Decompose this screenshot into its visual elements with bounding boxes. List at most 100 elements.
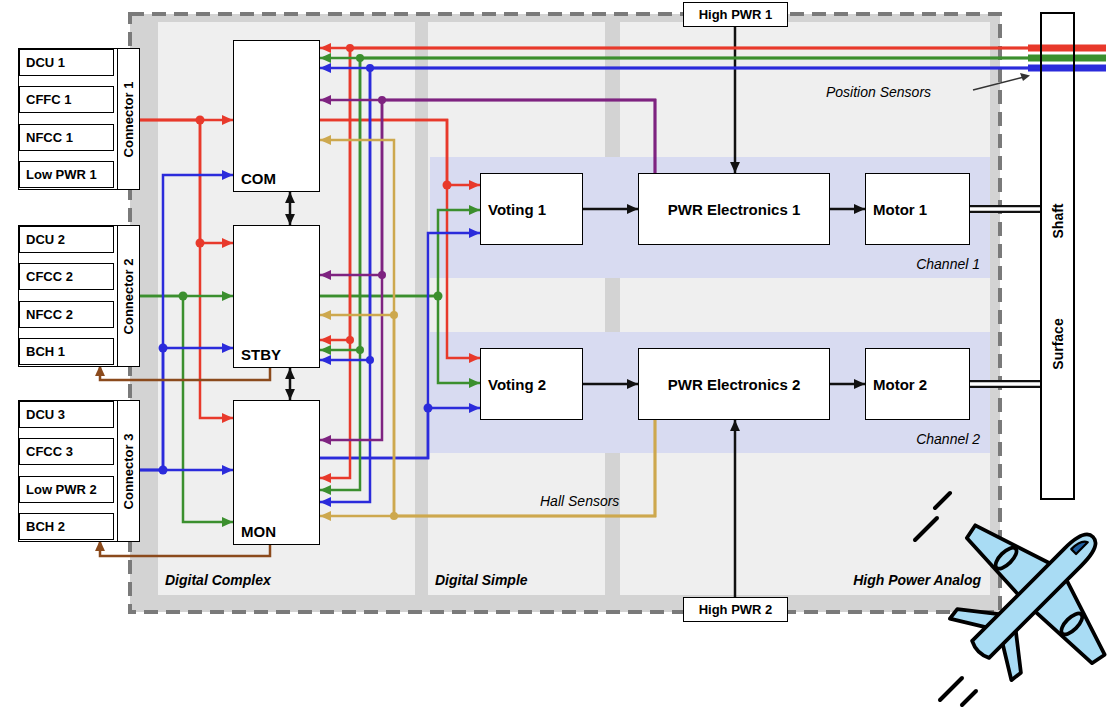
process-box: PWR Electronics 2 bbox=[638, 348, 830, 420]
signal-wire bbox=[320, 58, 1040, 350]
node-label: CFFC 1 bbox=[26, 92, 72, 107]
node-label: DCU 3 bbox=[26, 407, 65, 422]
connector-wire bbox=[320, 210, 480, 296]
connector-box: Connector 1DCU 1CFFC 1NFCC 1Low PWR 1 bbox=[18, 48, 140, 190]
shaft-link-core bbox=[970, 207, 1040, 211]
node-label: BCH 1 bbox=[26, 344, 65, 359]
connector-wire bbox=[970, 209, 1040, 210]
signal-wire bbox=[320, 408, 480, 458]
shaft-link bbox=[970, 205, 1040, 213]
connector-wire bbox=[320, 48, 1040, 340]
signal-wire bbox=[320, 100, 655, 275]
node-label: CFCC 2 bbox=[26, 269, 73, 284]
node-label: Motor 1 bbox=[873, 201, 927, 218]
node-label: NFCC 2 bbox=[26, 307, 73, 322]
power-input: High PWR 1 bbox=[683, 2, 788, 27]
shaft-link bbox=[970, 380, 1040, 388]
junction-dot bbox=[346, 336, 354, 344]
connector-wire bbox=[140, 120, 233, 243]
node-label: COM bbox=[241, 170, 276, 187]
signal-port: CFCC 3 bbox=[19, 438, 114, 465]
signal-port: NFCC 2 bbox=[19, 301, 114, 328]
signal-port: CFCC 2 bbox=[19, 263, 114, 290]
speed-line bbox=[962, 691, 976, 705]
connector-wire bbox=[320, 120, 480, 185]
connector-wire bbox=[735, 420, 736, 597]
node-label: CFCC 3 bbox=[26, 444, 73, 459]
node-label: PWR Electronics 1 bbox=[668, 201, 801, 218]
signal-wire bbox=[734, 420, 737, 597]
connector-wire bbox=[320, 140, 655, 516]
junction-dot bbox=[196, 116, 205, 125]
node-label: High PWR 1 bbox=[699, 7, 773, 22]
signal-wire bbox=[320, 48, 1040, 478]
signal-port: BCH 1 bbox=[19, 338, 114, 365]
signal-port: DCU 2 bbox=[19, 226, 114, 253]
node-label: Channel 2 bbox=[916, 431, 980, 447]
junction-dot bbox=[424, 404, 433, 413]
connector-wire bbox=[970, 384, 1040, 385]
signal-wire bbox=[320, 233, 480, 458]
connector-wire bbox=[830, 209, 865, 210]
signal-wire bbox=[320, 100, 655, 173]
signal-wire bbox=[830, 208, 865, 211]
power-input: High PWR 2 bbox=[683, 597, 788, 622]
airplane-fuselage bbox=[970, 528, 1102, 660]
computer-box: COM bbox=[233, 40, 320, 192]
junction-dot bbox=[390, 311, 398, 319]
connector-wire bbox=[140, 175, 233, 470]
channel-band: Channel 1Voting 1PWR Electronics 1Motor … bbox=[430, 157, 990, 278]
signal-wire bbox=[320, 48, 1040, 340]
signal-port: Low PWR 1 bbox=[19, 161, 114, 188]
connector-wire bbox=[140, 296, 233, 522]
process-box: Motor 2 bbox=[865, 348, 970, 420]
signal-port: CFFC 1 bbox=[19, 86, 114, 113]
junction-dot bbox=[196, 239, 205, 248]
connector-wire bbox=[320, 233, 480, 458]
node-label: Connector 3 bbox=[121, 433, 136, 509]
connector-wire bbox=[320, 120, 480, 358]
process-box: Motor 1 bbox=[865, 173, 970, 245]
connector-box: Connector 3 DCU 3 CFCC 3 Low PWR 2 BCH 2 bbox=[18, 400, 140, 542]
node-label: PWR Electronics 2 bbox=[668, 376, 801, 393]
signal-wire bbox=[140, 120, 233, 418]
junction-dot bbox=[366, 64, 374, 72]
speed-line bbox=[915, 518, 937, 540]
connector-wire bbox=[140, 348, 233, 470]
connector-wire bbox=[290, 368, 291, 400]
signal-wire bbox=[320, 120, 480, 185]
signal-wire bbox=[830, 383, 865, 386]
connector-wire bbox=[320, 58, 1040, 350]
connector-strip: Connector 3 bbox=[117, 401, 139, 541]
junction-dot bbox=[378, 96, 386, 104]
junction-dot bbox=[366, 356, 374, 364]
node-label: MON bbox=[241, 523, 276, 540]
signal-wire bbox=[140, 296, 233, 522]
node-label: Low PWR 2 bbox=[26, 482, 97, 497]
junction-dot bbox=[434, 292, 443, 301]
signal-wire bbox=[140, 469, 233, 472]
airplane-engine bbox=[1058, 610, 1086, 638]
signal-wire bbox=[320, 120, 480, 358]
signal-wire bbox=[320, 58, 1040, 490]
signal-wire bbox=[320, 68, 1040, 360]
computer-box: MON bbox=[233, 400, 320, 545]
connector-strip: Connector 1 bbox=[117, 49, 139, 189]
signal-port: BCH 2 bbox=[19, 513, 114, 540]
connector-wire bbox=[140, 120, 233, 418]
shaft-surface: ShaftSurface bbox=[1040, 12, 1075, 500]
node-label: Shaft bbox=[1050, 204, 1066, 239]
connector-wire bbox=[290, 192, 291, 225]
node-label: DCU 1 bbox=[26, 55, 65, 70]
channel-ground bbox=[430, 332, 990, 453]
signal-wire bbox=[320, 210, 480, 296]
region-panel: Digital ComplexCOMSTBYMON bbox=[158, 22, 415, 595]
signal-port: Low PWR 2 bbox=[19, 476, 114, 503]
signal-wire bbox=[320, 68, 1040, 502]
junction-dot bbox=[356, 54, 364, 62]
signal-wire bbox=[140, 120, 233, 243]
shaft-link-core bbox=[970, 382, 1040, 386]
node-label: Low PWR 1 bbox=[26, 167, 97, 182]
connector-wire bbox=[320, 58, 1040, 490]
leader-arrow bbox=[1020, 73, 1030, 81]
